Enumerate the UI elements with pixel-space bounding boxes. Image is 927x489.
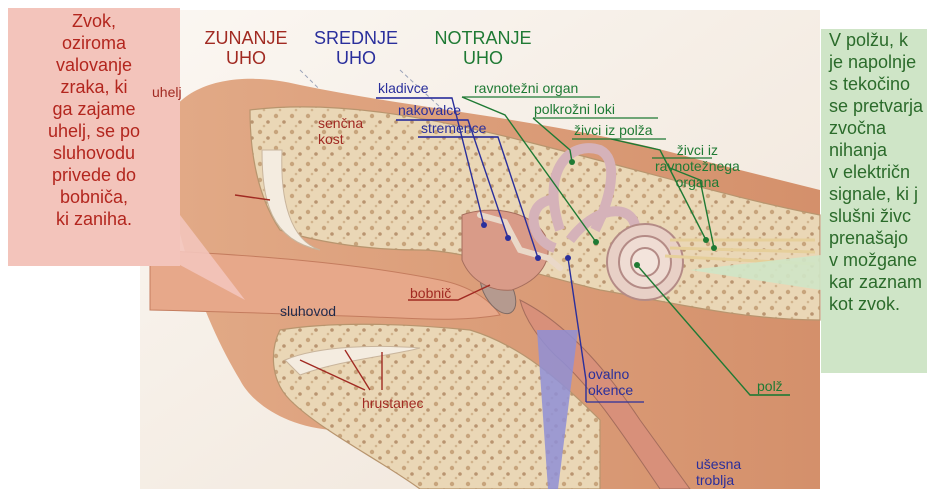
label-ovalno-okence: ovalno okence <box>588 366 633 398</box>
label-ravnotezni-organ: ravnotežni organ <box>474 80 578 96</box>
label-hrustanec: hrustanec <box>362 395 423 411</box>
label-polz: polž <box>757 378 783 394</box>
label-zivci-iz-polza: živci iz polža <box>574 122 653 138</box>
right-callout: V polžu, k je napolnje s tekočino se pre… <box>821 29 927 373</box>
heading-middle-ear: SREDNJE UHO <box>308 28 404 68</box>
heading-inner-ear: NOTRANJE UHO <box>424 28 542 68</box>
label-sencna-kost: senčna kost <box>318 115 363 147</box>
label-kladivce: kladivce <box>378 80 429 96</box>
cochlea-shape <box>607 224 683 300</box>
heading-outer-ear: ZUNANJE UHO <box>196 28 296 68</box>
label-zivci-ravnotezja: živci iz ravnotežnega organa <box>655 142 740 190</box>
left-callout: Zvok, oziroma valovanje zraka, ki ga zaj… <box>8 8 180 266</box>
label-nakovalce: nakovalce <box>398 102 461 118</box>
label-sluhovod: sluhovod <box>280 303 336 319</box>
label-polkrozni-loki: polkrožni loki <box>534 101 615 117</box>
label-usesna-troblja: ušesna troblja <box>696 456 741 488</box>
label-stremence: stremence <box>421 120 486 136</box>
label-bobnic: bobnič <box>410 285 451 301</box>
label-uhelj: uhelj <box>152 84 182 100</box>
